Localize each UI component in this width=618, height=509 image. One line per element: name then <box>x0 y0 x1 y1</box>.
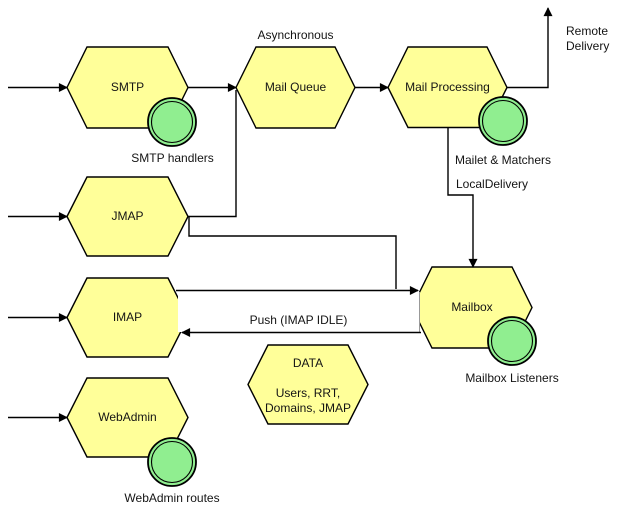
asynchronous-edge-label: Asynchronous <box>257 28 334 42</box>
remote-delivery-edge-label: Remote Delivery <box>566 24 610 53</box>
webadmin-routes-label: WebAdmin routes <box>124 491 220 505</box>
edge-remote-delivery <box>507 7 553 89</box>
smtp-handlers-badge-icon <box>147 97 197 147</box>
push-label-box <box>178 292 419 332</box>
local-delivery-edge-label: LocalDelivery <box>456 177 529 191</box>
webadmin-node <box>66 377 189 458</box>
edge-jmap-mailqueue <box>188 90 237 218</box>
edge-jmap-mailbox <box>188 217 397 289</box>
mailbox-listeners-badge-icon <box>487 316 537 366</box>
data-store-node-label: DATA Users, RRT, Domains, JMAP <box>264 356 352 415</box>
jmap-node-label: JMAP <box>111 209 144 223</box>
smtp-handlers-label: SMTP handlers <box>131 151 214 165</box>
mailbox-node-label: Mailbox <box>451 300 493 314</box>
imap-node-label: IMAP <box>112 310 143 324</box>
push-edge-label: Push (IMAP IDLE) <box>249 313 348 327</box>
mailet-matchers-badge-icon <box>478 96 528 146</box>
data-store-node <box>247 344 369 425</box>
webadmin-routes-badge-icon <box>147 437 197 487</box>
mail-queue-node-label: Mail Queue <box>264 80 327 94</box>
smtp-node-label: SMTP <box>110 80 145 94</box>
edge-local-delivery <box>447 127 478 268</box>
mailbox-listeners-label: Mailbox Listeners <box>465 371 559 385</box>
webadmin-node-label: WebAdmin <box>98 410 157 424</box>
mail-processing-node-label: Mail Processing <box>405 80 490 94</box>
mailet-matchers-label: Mailet & Matchers <box>454 153 552 167</box>
